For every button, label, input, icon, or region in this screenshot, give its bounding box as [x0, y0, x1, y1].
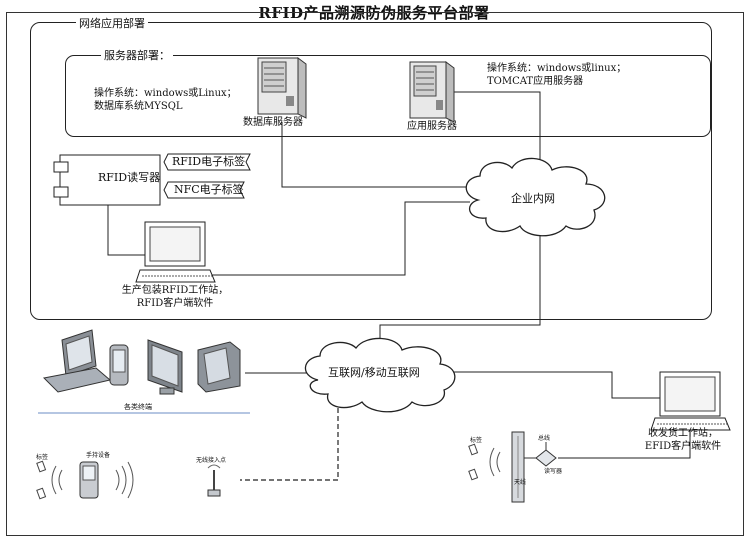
laptop-icon — [42, 329, 112, 393]
nfc-tag-icon — [163, 181, 245, 199]
app-server-label: 应用服务器 — [407, 121, 457, 132]
db-os-line1: 操作系统：windows或Linux； — [94, 88, 237, 99]
gate-tags-icon — [468, 443, 479, 481]
mobile-tags-icon — [36, 460, 47, 500]
db-os-line2: 数据库系统MYSQL — [94, 101, 183, 112]
mobile-tag-label: 标签 — [36, 454, 49, 461]
server-section-frame — [65, 55, 711, 137]
internet-label: 互联网/移动互联网 — [328, 366, 420, 379]
rfid-reader-label: RFID读写器 — [98, 171, 161, 184]
rfid-tag-icon — [163, 153, 251, 171]
desktop-pc-icon — [197, 341, 241, 393]
production-station-label-line2: RFID客户端软件 — [136, 298, 214, 309]
rfid-reader-icon — [53, 154, 161, 206]
wireless-dashed-link — [240, 392, 339, 481]
network-section-frame — [30, 22, 712, 320]
phone-icon — [109, 344, 129, 386]
gate-signal-waves-icon — [489, 447, 501, 477]
page-title: RFID产品溯源防伪服务平台部署 — [0, 2, 748, 23]
gate-tag-label: 标签 — [470, 437, 483, 444]
terminals-label: 各类终端 — [124, 403, 152, 411]
access-point-icon — [207, 464, 221, 497]
nfc-tag-label: NFC电子标签 — [174, 183, 244, 196]
server-section-label: 服务器部署： — [101, 47, 173, 63]
production-station-label-line1: 生产包装RFID工作站， — [121, 285, 229, 296]
network-section-label: 网络应用部署 — [76, 15, 148, 31]
db-server-label: 数据库服务器 — [243, 117, 303, 128]
monitor-icon — [147, 339, 183, 395]
shipping-workstation-icon — [650, 371, 731, 431]
outer-frame — [6, 12, 744, 536]
handheld-label: 手持设备 — [86, 452, 111, 459]
app-os-line1: 操作系统：windows或linux； — [487, 63, 627, 74]
application-server-icon — [409, 61, 455, 123]
internet-cloud-icon — [304, 337, 456, 413]
rfid-tag-label: RFID电子标签 — [172, 155, 246, 168]
access-point-label: 无线接入点 — [196, 457, 227, 464]
production-workstation-icon — [135, 221, 216, 283]
intranet-label: 企业内网 — [511, 192, 555, 205]
bus-label: 总线 — [538, 435, 551, 442]
signal-waves-icon — [51, 461, 134, 499]
shipping-station-label-line1: 收发货工作站， — [648, 428, 718, 439]
antenna-gate-icon — [511, 431, 525, 503]
shipping-station-label-line2: EFID客户端软件 — [644, 441, 722, 452]
database-server-icon — [257, 57, 307, 119]
gate-reader-icon — [524, 442, 557, 467]
gate-reader-label: 读写器 — [544, 468, 563, 475]
intranet-cloud-icon — [465, 157, 606, 237]
app-os-line2: TOMCAT应用服务器 — [487, 76, 584, 87]
connection-lines — [107, 91, 691, 459]
antenna-label: 天线 — [514, 479, 527, 486]
handheld-device-icon — [79, 461, 99, 499]
